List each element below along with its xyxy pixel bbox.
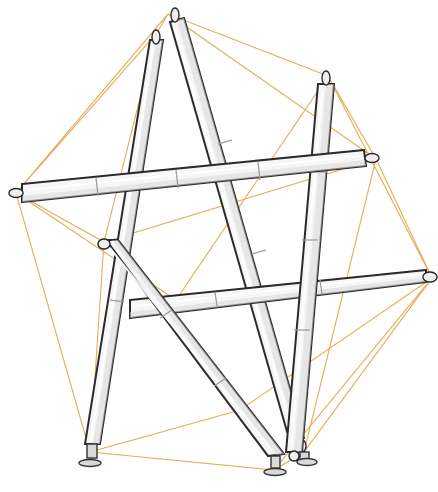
cable (328, 76, 376, 159)
cable (16, 193, 90, 452)
cable (90, 452, 274, 470)
cable-network (16, 14, 432, 470)
strut-foot (264, 469, 286, 476)
strut-tip (171, 8, 179, 22)
strut-tip (322, 71, 330, 85)
strut-tip (289, 451, 299, 461)
cable (328, 76, 432, 278)
strut-foot (79, 460, 101, 467)
strut (170, 8, 306, 452)
strut-tip (423, 272, 437, 282)
cable (304, 278, 432, 452)
strut-tip (9, 189, 23, 198)
strut-tip (152, 30, 160, 44)
cable (90, 410, 240, 452)
strut (130, 270, 437, 318)
strut-tip (365, 154, 379, 163)
cable (376, 159, 432, 278)
strut-foot (297, 459, 317, 466)
strut-tip (98, 239, 110, 249)
